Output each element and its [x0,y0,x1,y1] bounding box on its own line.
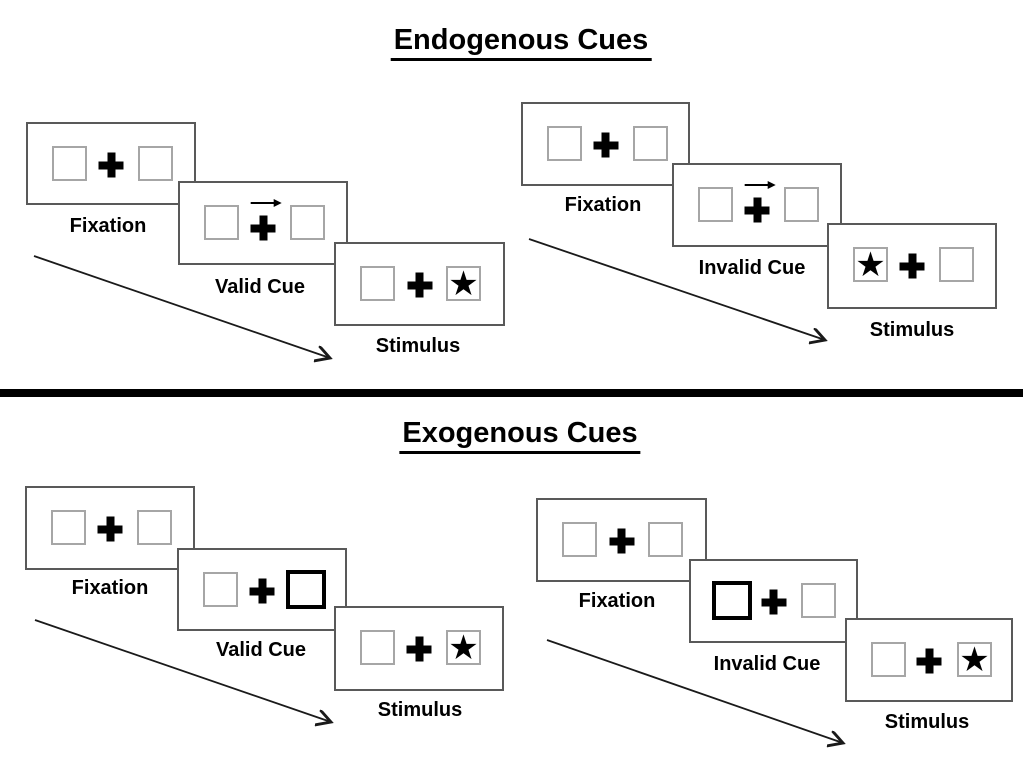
section-title-endogenous: Endogenous Cues [390,24,652,61]
fixation-cross-icon [250,215,276,241]
fixation-cross-icon [407,272,432,298]
fixation-cross-icon [916,648,942,674]
left-box [51,510,86,545]
screen-label: Stimulus [375,335,461,357]
fixation-cross-icon [744,197,770,223]
left-box [871,642,906,677]
target-star-icon: ★ [959,639,990,680]
trial-screen-invalid-cue [689,559,858,643]
right-box [137,510,172,545]
screen-label: Stimulus [377,699,463,721]
timeline-arrow-icon [546,639,853,752]
fixation-cross-icon [609,528,634,554]
trial-screen-stimulus: ★ [334,242,505,326]
right-box [801,583,836,618]
right-box [939,247,974,282]
target-star-icon: ★ [855,244,886,285]
trial-screen-stimulus: ★ [845,618,1013,702]
screen-label: Stimulus [884,711,970,733]
cue-highlight-box [286,570,326,609]
trial-screen-fixation [26,122,196,205]
trial-screen-stimulus: ★ [827,223,997,309]
left-box [698,187,733,222]
timeline-arrow-icon [528,238,835,351]
left-box [547,126,582,161]
left-box [562,522,597,557]
trial-screen-invalid-cue [672,163,842,247]
right-box [648,522,683,557]
left-box [52,146,87,181]
screen-label: Fixation [71,577,149,599]
right-box [633,126,668,161]
screen-label: Valid Cue [214,276,306,298]
right-box [784,187,819,222]
cue-arrow-icon [250,198,282,207]
left-box [360,266,395,301]
screen-label: Valid Cue [215,639,307,661]
trial-screen-fixation [521,102,690,186]
screen-label: Fixation [69,215,147,237]
right-box: ★ [446,266,481,301]
fixation-cross-icon [249,578,275,604]
right-box [290,205,325,240]
fixation-cross-icon [98,152,124,178]
screen-label: Fixation [578,590,656,612]
target-star-icon: ★ [448,263,479,304]
trial-screen-valid-cue [177,548,347,631]
target-star-icon: ★ [448,627,479,668]
fixation-cross-icon [593,132,618,158]
trial-screen-fixation [536,498,707,582]
timeline-arrow-icon [34,619,341,732]
left-box: ★ [853,247,888,282]
right-box [138,146,173,181]
left-box [360,630,395,665]
screen-label: Invalid Cue [698,257,806,279]
timeline-arrow-icon [33,255,340,368]
trial-screen-valid-cue [178,181,348,265]
fixation-cross-icon [406,636,432,662]
left-box [203,572,238,607]
trial-screen-stimulus: ★ [334,606,504,691]
screen-label: Fixation [564,194,642,216]
section-divider [0,389,1023,397]
left-box [204,205,239,240]
screen-label: Stimulus [869,319,955,341]
right-box: ★ [957,642,992,677]
section-title-exogenous: Exogenous Cues [399,417,641,454]
fixation-cross-icon [899,253,925,279]
cue-highlight-box [712,581,752,620]
fixation-cross-icon [761,589,786,615]
trial-screen-fixation [25,486,195,570]
fixation-cross-icon [97,516,123,542]
cue-arrow-icon [744,180,776,189]
screen-label: Invalid Cue [713,653,821,675]
right-box: ★ [446,630,481,665]
